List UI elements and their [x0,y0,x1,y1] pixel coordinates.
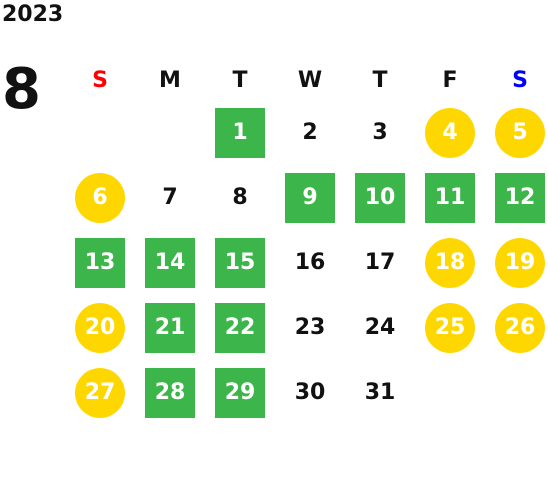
day-cell: 22 [205,295,275,360]
day-cell: 25 [415,295,485,360]
day-number: 13 [75,237,125,288]
day-cell [135,100,205,165]
day-number [425,368,475,418]
day-cell: 15 [205,230,275,295]
day-number: 22 [215,302,265,353]
weekday-label-mon: M [159,67,181,93]
weekday-label-sun: S [92,67,108,93]
day-cell [485,360,548,425]
day-cell: 2 [275,100,345,165]
weekday-label-fri: F [442,67,458,93]
day-cell: 6 [65,165,135,230]
weekday-label-tue: T [232,67,248,93]
day-cell: 12 [485,165,548,230]
day-cell: 18 [415,230,485,295]
day-number: 15 [215,237,265,288]
day-cell: 5 [485,100,548,165]
day-number: 7 [162,185,178,210]
day-number: 23 [294,315,326,340]
day-number: 28 [145,367,195,418]
weekday-label-wed: W [297,67,323,93]
day-cell: 14 [135,230,205,295]
day-cell: 19 [485,230,548,295]
day-number: 24 [364,315,396,340]
day-cell: 16 [275,230,345,295]
day-number: 26 [495,302,545,353]
day-number: 4 [425,107,475,158]
weekday-cell: T [205,60,275,100]
weekday-label-sat: S [512,67,528,93]
day-number: 14 [145,237,195,288]
day-number: 25 [425,302,475,353]
day-number: 16 [294,250,326,275]
day-number: 6 [75,172,125,223]
day-cell [65,100,135,165]
day-number: 17 [364,250,396,275]
day-cell: 17 [345,230,415,295]
week-row-5: 27 28 29 30 31 [65,360,548,425]
weekday-cell: S [65,60,135,100]
day-number: 20 [75,302,125,353]
day-number [495,368,545,418]
weekday-cell: F [415,60,485,100]
day-cell: 13 [65,230,135,295]
day-cell: 29 [205,360,275,425]
day-number: 18 [425,237,475,288]
week-row-4: 20 21 22 23 24 25 26 [65,295,548,360]
day-cell: 24 [345,295,415,360]
day-cell: 10 [345,165,415,230]
day-number: 27 [75,367,125,418]
day-number: 29 [215,367,265,418]
day-cell: 20 [65,295,135,360]
weekday-cell: T [345,60,415,100]
weekday-cell: S [485,60,548,100]
day-cell: 11 [415,165,485,230]
day-number: 30 [294,380,326,405]
day-cell: 27 [65,360,135,425]
day-cell: 4 [415,100,485,165]
day-number: 8 [232,185,248,210]
day-number: 11 [425,172,475,223]
day-cell: 8 [205,165,275,230]
weekday-label-thu: T [372,67,388,93]
day-cell: 26 [485,295,548,360]
day-number: 12 [495,172,545,223]
day-number: 2 [302,120,318,145]
day-cell: 9 [275,165,345,230]
day-number: 10 [355,172,405,223]
day-cell: 21 [135,295,205,360]
month-number: 8 [2,57,41,122]
week-row-2: 6 7 8 9 10 11 12 [65,165,548,230]
day-number [145,108,195,158]
day-cell: 31 [345,360,415,425]
day-cell [415,360,485,425]
week-row-1: 1 2 3 4 5 [65,100,548,165]
weekday-cell: W [275,60,345,100]
year-label: 2023 [2,2,64,27]
day-cell: 3 [345,100,415,165]
day-cell: 28 [135,360,205,425]
day-number: 19 [495,237,545,288]
day-cell: 7 [135,165,205,230]
weekday-header-row: S M T W T F S [65,60,548,100]
calendar-grid: S M T W T F S 1 2 3 4 5 6 7 8 9 10 11 12… [65,60,548,425]
day-cell: 1 [205,100,275,165]
day-number: 5 [495,107,545,158]
day-number: 9 [285,172,335,223]
week-row-3: 13 14 15 16 17 18 19 [65,230,548,295]
day-cell: 30 [275,360,345,425]
day-number [75,108,125,158]
day-number: 21 [145,302,195,353]
day-number: 31 [364,380,396,405]
day-cell: 23 [275,295,345,360]
weekday-cell: M [135,60,205,100]
day-number: 3 [372,120,388,145]
day-number: 1 [215,107,265,158]
